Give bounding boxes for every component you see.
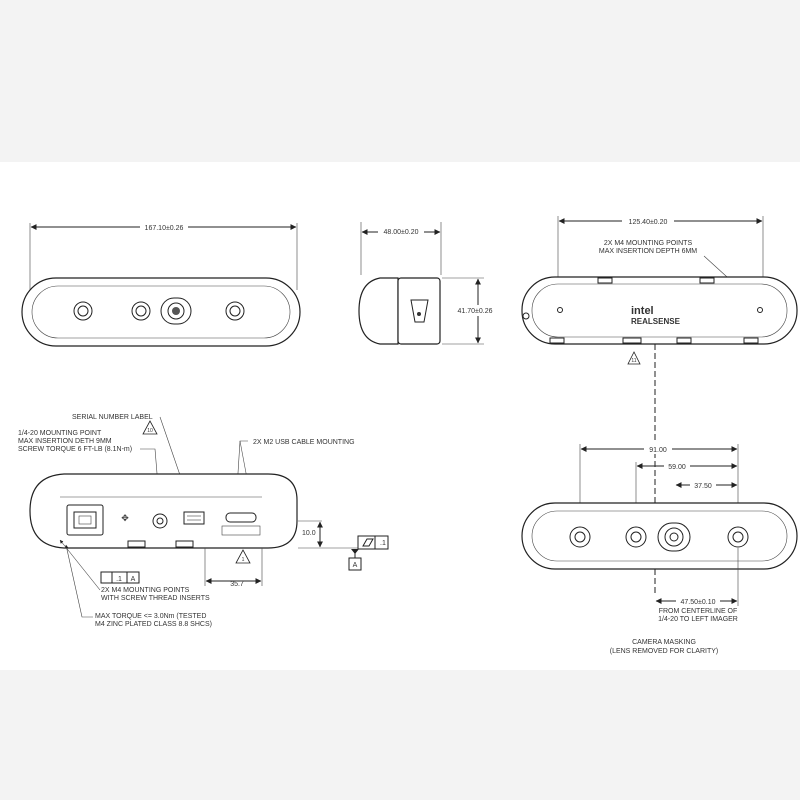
usb-marker-triangle (235, 549, 251, 564)
position-datum: A (131, 576, 136, 583)
position-frame (100, 571, 140, 584)
tripod-mount-hole-inner (156, 517, 164, 525)
side-port-recess (410, 299, 429, 323)
mask-title-line2: (LENS REMOVED FOR CLARITY) (610, 648, 719, 655)
torque-note-line2: M4 ZINC PLATED CLASS 8.8 SHCS) (95, 621, 212, 628)
side-depth-dim-bg (378, 226, 424, 237)
bottom-vent-symbol: ✥ (121, 513, 129, 523)
mask-dim-b-bg (664, 460, 690, 471)
serial-label-note: SERIAL NUMBER LABEL (72, 414, 153, 421)
mask-dim-d-bg (676, 595, 720, 606)
front-projector (160, 297, 192, 325)
mask-lens-center-left (625, 526, 647, 548)
back-m4-hole-left (557, 307, 563, 313)
mask-from-note-line1: FROM CENTERLINE OF (659, 608, 738, 615)
back-view: 125.40±0.20 2X M4 MOUNTING POINTS MAX IN… (521, 215, 798, 365)
torque-note-line1: MAX TORQUE <= 3.0Nm (TESTED (95, 613, 206, 620)
back-clip-bottom-1 (549, 337, 565, 344)
mask-dim-a-bg (644, 443, 672, 454)
tripod-note-line3: SCREW TORQUE 6 FT-LB (8.1N-m) (18, 446, 132, 453)
front-lens-left (73, 301, 93, 321)
front-lens-right (225, 301, 245, 321)
side-rear-shell (358, 277, 399, 345)
mask-projector (657, 522, 691, 552)
mask-dim-c-bg (690, 479, 716, 490)
back-body-outline (521, 276, 798, 345)
compliance-marks (221, 525, 261, 536)
masking-view: 91.00 59.00 37.50 47.50±0.10 FROM CENTER… (521, 443, 798, 655)
mask-title-line1: CAMERA MASKING (632, 639, 696, 646)
flatness-frame (357, 535, 389, 550)
usb-marker: 1 (242, 557, 245, 563)
mask-dim-d: 47.50±0.10 (681, 599, 716, 606)
back-logo-product: REALSENSE (631, 317, 681, 326)
torque-leader (64, 544, 93, 618)
front-width-dim: 167.10±0.26 (145, 225, 184, 232)
mask-lens-right (727, 526, 749, 548)
side-height-dim: 41.70±0.26 (458, 308, 493, 315)
datum-label: A (353, 562, 358, 569)
back-note-marker-triangle (627, 351, 641, 365)
m4-note-line2: WITH SCREW THREAD INSERTS (101, 595, 210, 602)
side-height-dim-bg (452, 305, 498, 316)
side-view: 48.00±0.20 41.70±0.26 (358, 222, 498, 345)
tripod-mount-hole (152, 513, 168, 529)
mask-lens-left (569, 526, 591, 548)
front-lens-center-left (131, 301, 151, 321)
lan-port (66, 504, 104, 536)
side-port-hole (417, 312, 421, 316)
tripod-note-line2: MAX INSERTION DETH 9MM (18, 438, 112, 445)
back-note-marker: 11 (631, 358, 636, 364)
side-depth-dim: 48.00±0.20 (384, 229, 419, 236)
side-front-face (397, 277, 441, 345)
serial-number-label (183, 511, 205, 525)
bottom-foot-left (127, 540, 146, 548)
flatness-tolerance: .1 (380, 540, 386, 547)
bottom-view: SERIAL NUMBER LABEL 10 1/4-20 MOUNTING P… (18, 414, 389, 628)
back-mount-note-line2: MAX INSERTION DEPTH 6MM (599, 248, 697, 255)
mask-dim-b: 59.00 (668, 464, 686, 471)
offset-dim: 35.7 (230, 581, 244, 588)
tripod-note-line1: 1/4-20 MOUNTING POINT (18, 430, 102, 437)
usb-mount-note: 2X M2 USB CABLE MOUNTING (253, 439, 355, 446)
back-clip-top-1 (597, 277, 613, 284)
back-clip-bottom-4 (743, 337, 759, 344)
mask-dim-a: 91.00 (649, 447, 667, 454)
position-tolerance: .1 (116, 576, 122, 583)
top-margin (0, 0, 800, 162)
bottom-foot-right (175, 540, 194, 548)
back-logo-brand: intel (631, 305, 654, 317)
mask-dim-c: 37.50 (694, 483, 712, 490)
serial-marker-triangle (142, 420, 158, 435)
datum-box (348, 557, 362, 571)
serial-marker: 10 (147, 428, 153, 434)
back-m4-hole-right (757, 307, 763, 313)
height-dim: 10.0 (302, 530, 316, 537)
back-clip-bottom-2 (622, 337, 642, 344)
mask-body-outline (521, 502, 798, 570)
usb-c-port (225, 512, 257, 523)
mask-from-note-line2: 1/4-20 TO LEFT IMAGER (658, 616, 738, 623)
back-mount-note-line1: 2X M4 MOUNTING POINTS (604, 240, 693, 247)
bottom-margin (0, 670, 800, 800)
front-width-dim-bg (140, 221, 188, 232)
front-face-inset (31, 285, 291, 339)
back-side-port (522, 312, 530, 320)
back-hole-spacing-dim: 125.40±0.20 (629, 219, 668, 226)
back-clip-top-2 (699, 277, 715, 284)
back-hole-spacing-bg (622, 215, 674, 226)
front-view: 167.10±0.26 (21, 221, 301, 347)
bottom-body-outline (29, 473, 298, 549)
back-clip-bottom-3 (676, 337, 692, 344)
m4-note-line1: 2X M4 MOUNTING POINTS (101, 587, 190, 594)
datum-triangle (351, 549, 359, 554)
back-face-inset (531, 283, 788, 338)
mask-face-inset (531, 510, 788, 562)
